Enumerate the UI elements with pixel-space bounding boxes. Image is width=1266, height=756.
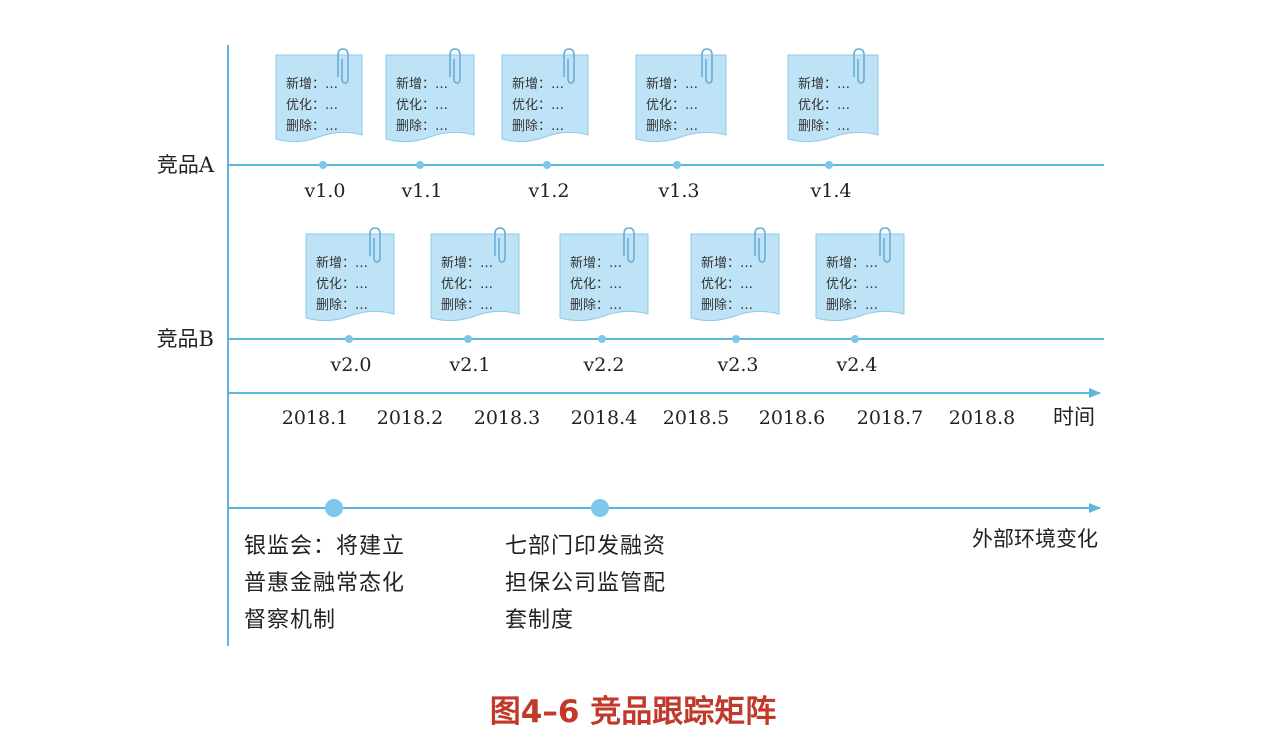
event-text-line: 套制度 bbox=[505, 608, 574, 633]
paperclip-icon bbox=[754, 227, 766, 263]
version-dot bbox=[543, 161, 551, 169]
row-label: 竞品B bbox=[157, 327, 214, 351]
note-line: 删除：… bbox=[701, 298, 753, 313]
version-label: v1.4 bbox=[810, 180, 852, 202]
date-label: 2018.4 bbox=[571, 407, 637, 429]
version-note-card bbox=[635, 54, 727, 143]
version-label: v1.1 bbox=[401, 180, 443, 202]
note-line: 新增：… bbox=[512, 76, 564, 92]
note-line: 新增：… bbox=[570, 255, 622, 271]
version-dot bbox=[673, 161, 681, 169]
note-line: 删除：… bbox=[396, 119, 448, 134]
date-label: 2018.3 bbox=[474, 407, 540, 429]
version-note-card bbox=[501, 54, 589, 143]
event-text-line: 担保公司监管配 bbox=[505, 571, 666, 596]
version-note-card bbox=[815, 233, 905, 322]
note-line: 新增：… bbox=[286, 76, 338, 92]
note-line: 删除：… bbox=[286, 119, 338, 134]
version-label: v2.0 bbox=[330, 354, 372, 376]
note-line: 删除：… bbox=[570, 298, 622, 313]
paperclip-icon bbox=[369, 227, 381, 263]
event-text-line: 普惠金融常态化 bbox=[244, 571, 405, 596]
note-line: 优化：… bbox=[441, 277, 493, 292]
note-line: 删除：… bbox=[316, 298, 368, 313]
version-label: v1.3 bbox=[658, 180, 700, 202]
version-label: v1.2 bbox=[528, 180, 570, 202]
date-label: 2018.8 bbox=[949, 407, 1015, 429]
version-note-card bbox=[430, 233, 520, 322]
note-line: 优化：… bbox=[570, 277, 622, 292]
paperclip-icon bbox=[563, 48, 575, 84]
paperclip-icon bbox=[879, 227, 891, 263]
note-line: 优化：… bbox=[798, 98, 850, 113]
note-line: 新增：… bbox=[826, 255, 878, 271]
version-dot bbox=[464, 335, 472, 343]
version-dot bbox=[345, 335, 353, 343]
version-label: v1.0 bbox=[304, 180, 346, 202]
event-text-line: 督察机制 bbox=[244, 608, 336, 633]
version-dot bbox=[416, 161, 424, 169]
paperclip-icon bbox=[623, 227, 635, 263]
event-dot bbox=[325, 499, 343, 517]
note-line: 删除：… bbox=[798, 119, 850, 134]
note-line: 删除：… bbox=[441, 298, 493, 313]
note-line: 优化：… bbox=[826, 277, 878, 292]
note-line: 删除：… bbox=[646, 119, 698, 134]
version-note-card bbox=[787, 54, 879, 143]
environment-axis-label: 外部环境变化 bbox=[972, 527, 1098, 551]
version-note-card bbox=[559, 233, 649, 322]
version-note-card bbox=[275, 54, 363, 143]
note-line: 优化：… bbox=[512, 98, 564, 113]
note-line: 优化：… bbox=[396, 98, 448, 113]
paperclip-icon bbox=[701, 48, 713, 84]
paperclip-icon bbox=[449, 48, 461, 84]
version-label: v2.3 bbox=[717, 354, 759, 376]
note-line: 优化：… bbox=[646, 98, 698, 113]
version-dot bbox=[319, 161, 327, 169]
note-line: 优化：… bbox=[316, 277, 368, 292]
paperclip-icon bbox=[337, 48, 349, 84]
note-line: 新增：… bbox=[798, 76, 850, 92]
date-label: 2018.2 bbox=[377, 407, 443, 429]
note-line: 删除：… bbox=[826, 298, 878, 313]
date-label: 2018.6 bbox=[759, 407, 825, 429]
paperclip-icon bbox=[494, 227, 506, 263]
version-label: v2.2 bbox=[583, 354, 625, 376]
note-line: 新增：… bbox=[396, 76, 448, 92]
version-dot bbox=[825, 161, 833, 169]
note-line: 优化：… bbox=[286, 98, 338, 113]
version-note-card bbox=[305, 233, 395, 322]
version-dot bbox=[851, 335, 859, 343]
version-label: v2.4 bbox=[836, 354, 878, 376]
note-line: 新增：… bbox=[441, 255, 493, 271]
version-note-card bbox=[385, 54, 475, 143]
note-line: 删除：… bbox=[512, 119, 564, 134]
note-line: 新增：… bbox=[646, 76, 698, 92]
event-text-line: 七部门印发融资 bbox=[505, 534, 666, 559]
version-dot bbox=[598, 335, 606, 343]
date-label: 2018.7 bbox=[857, 407, 923, 429]
paperclip-icon bbox=[853, 48, 865, 84]
event-text-line: 银监会：将建立 bbox=[244, 534, 405, 559]
version-dot bbox=[732, 335, 740, 343]
note-line: 新增：… bbox=[316, 255, 368, 271]
tracking-diagram: 竞品A 新增：… 优化：… 删除：… v1.0 新增：… 优化：… 删除：… v1.1 新增：… 优… bbox=[157, 45, 1104, 646]
note-line: 优化：… bbox=[701, 277, 753, 292]
event-dot bbox=[591, 499, 609, 517]
version-label: v2.1 bbox=[449, 354, 491, 376]
version-note-card bbox=[690, 233, 780, 322]
row-label: 竞品A bbox=[157, 153, 215, 177]
date-label: 2018.5 bbox=[663, 407, 729, 429]
figure-caption: 图4–6 竞品跟踪矩阵 bbox=[489, 694, 777, 730]
note-line: 新增：… bbox=[701, 255, 753, 271]
date-label: 2018.1 bbox=[282, 407, 348, 429]
time-axis-label: 时间 bbox=[1053, 405, 1095, 429]
